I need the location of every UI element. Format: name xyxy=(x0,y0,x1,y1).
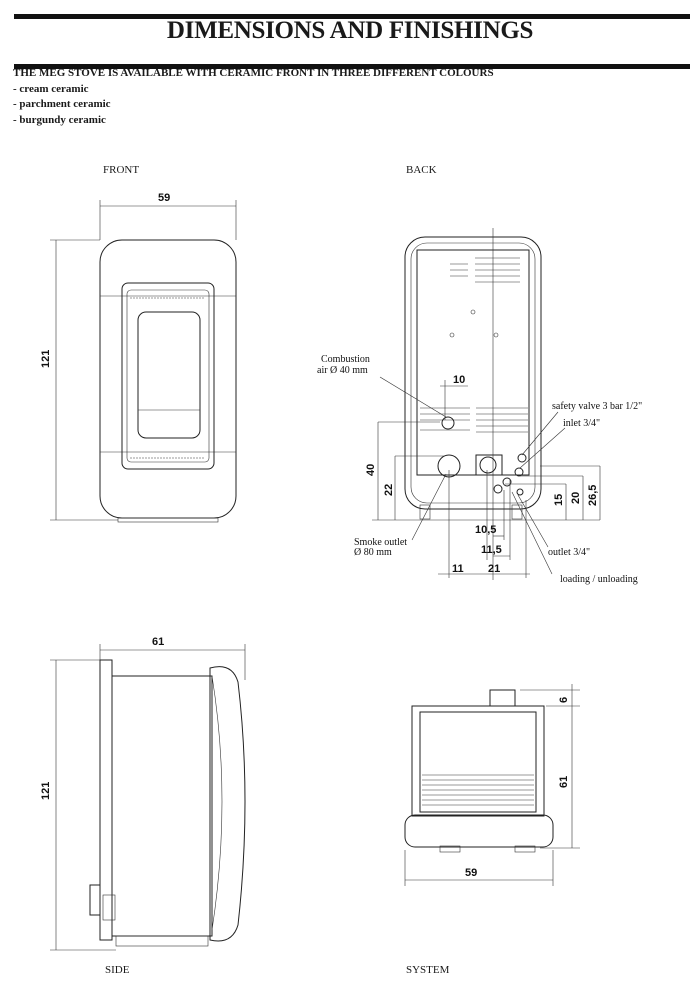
side-view-label: SIDE xyxy=(105,964,130,976)
front-width-dim: 59 xyxy=(158,192,170,204)
dim-22: 22 xyxy=(383,484,395,496)
side-width-dim: 61 xyxy=(152,636,164,648)
system-view-label: SYSTEM xyxy=(406,964,450,976)
front-view-drawing: 59 121 xyxy=(40,192,237,523)
safety-valve-note: safety valve 3 bar 1/2" xyxy=(552,401,642,412)
front-view-label: FRONT xyxy=(103,164,140,176)
dim-20: 20 xyxy=(570,492,582,504)
title-rule-top xyxy=(14,14,690,19)
system-width-dim: 59 xyxy=(465,867,477,879)
back-view-drawing: 10 40 22 15 20 26,5 10,5 11,5 11 21 Comb… xyxy=(317,228,642,585)
dim-11: 11 xyxy=(452,563,464,575)
smoke-outlet-note: Ø 80 mm xyxy=(354,547,392,558)
combustion-air-note: air Ø 40 mm xyxy=(317,365,368,376)
outlet-note: outlet 3/4" xyxy=(548,547,590,558)
colour-item: - parchment ceramic xyxy=(13,98,111,110)
colour-item: - burgundy ceramic xyxy=(13,114,106,126)
dim-10: 10 xyxy=(453,374,465,386)
back-view-label: BACK xyxy=(406,164,437,176)
colour-item: - cream ceramic xyxy=(13,83,89,95)
dim-10-5: 10,5 xyxy=(475,524,496,536)
side-view-drawing: 61 121 xyxy=(40,636,246,951)
system-top-dim: 6 xyxy=(558,697,570,703)
intro-heading: THE MEG STOVE IS AVAILABLE WITH CERAMIC … xyxy=(13,67,494,79)
dim-40: 40 xyxy=(365,464,377,476)
page-title: DIMENSIONS AND FINISHINGS xyxy=(166,17,534,44)
system-view-drawing: 59 61 6 xyxy=(404,684,580,886)
dim-15: 15 xyxy=(553,494,565,506)
title-rule-bottom xyxy=(14,64,690,69)
inlet-note: inlet 3/4" xyxy=(563,418,600,429)
front-height-dim: 121 xyxy=(40,350,52,368)
combustion-air-note: Combustion xyxy=(321,354,370,365)
smoke-outlet-note: Smoke outlet xyxy=(354,537,407,548)
dim-21: 21 xyxy=(488,563,500,575)
dim-11-5: 11,5 xyxy=(481,544,502,556)
dim-26-5: 26,5 xyxy=(587,485,599,506)
loading-note: loading / unloading xyxy=(560,574,638,585)
system-depth-dim: 61 xyxy=(558,776,570,788)
side-height-dim: 121 xyxy=(40,782,52,800)
